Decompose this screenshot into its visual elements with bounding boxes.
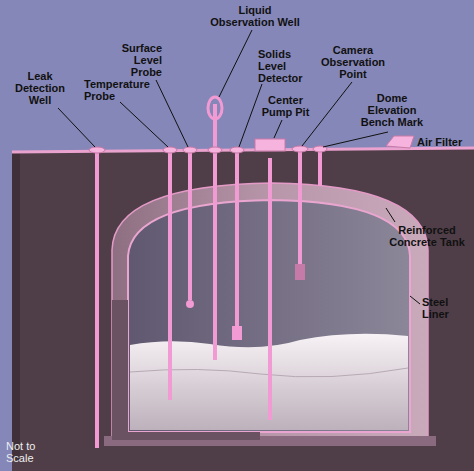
bench-mark-pipe — [318, 150, 322, 186]
leader-line — [156, 80, 188, 147]
leader-line — [120, 102, 168, 147]
part-label: Temperature Probe — [84, 78, 159, 102]
leader-line — [239, 84, 262, 147]
part-label: Dome Elevation Bench Mark — [356, 92, 428, 128]
part-label: Solids Level Detector — [258, 48, 313, 84]
air-filter — [386, 136, 414, 148]
leader-line — [302, 82, 352, 146]
leader-line — [323, 132, 388, 147]
pump-pit — [255, 139, 285, 151]
cap — [89, 147, 105, 153]
leak-detection-pipe — [95, 150, 99, 448]
cap — [230, 147, 244, 153]
pump-pipe — [268, 158, 272, 420]
leader-line — [219, 30, 252, 97]
note-label: Not to Scale — [6, 440, 61, 464]
ground-surface — [12, 148, 474, 152]
camera-pipe — [298, 150, 302, 268]
camera-head — [295, 264, 305, 280]
ground-side — [12, 152, 20, 460]
well-caps — [89, 146, 327, 153]
observation-ring — [208, 97, 222, 119]
cap — [292, 146, 308, 152]
temperature-pipe — [168, 150, 172, 400]
pipes — [97, 104, 320, 448]
leader-line — [386, 208, 395, 222]
cap — [183, 147, 197, 153]
part-label: Steel Liner — [422, 296, 462, 320]
solids-pipe — [235, 150, 239, 330]
leader-lines — [58, 30, 420, 304]
cap — [163, 147, 177, 153]
part-label: Air Filter — [417, 136, 472, 148]
leader-line — [274, 120, 282, 138]
part-label: Leak Detection Well — [12, 70, 68, 106]
leader-line — [410, 296, 420, 304]
solids-sensor — [232, 326, 242, 340]
part-label: Camera Observation Point — [318, 44, 388, 80]
part-label: Reinforced Concrete Tank — [386, 224, 468, 248]
observation-pipe — [213, 104, 217, 360]
part-label: Liquid Observation Well — [206, 4, 304, 28]
cap — [208, 147, 222, 153]
probe-bob — [186, 300, 194, 308]
ground-block — [12, 148, 474, 471]
leader-line — [58, 108, 95, 147]
part-label: Surface Level Probe — [112, 42, 162, 78]
part-label: Center Pump Pit — [258, 94, 313, 118]
surface-probe-pipe — [188, 150, 192, 300]
